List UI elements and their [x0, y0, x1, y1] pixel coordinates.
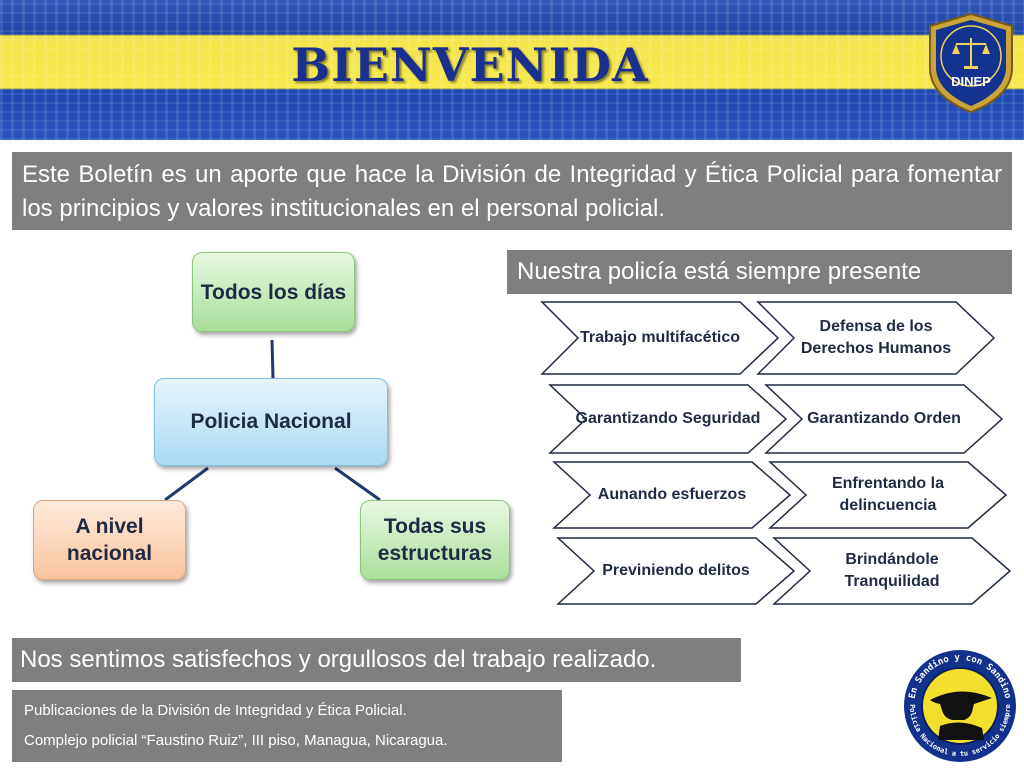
- page-title: BIENVENIDA: [291, 38, 649, 92]
- chevron-label: Brindándole Tranquilidad: [844, 551, 940, 590]
- chevron-label: Garantizando Seguridad: [575, 410, 761, 427]
- chevron-item-8: Brindándole Tranquilidad: [772, 536, 1012, 612]
- scales-icon: [952, 38, 990, 69]
- dinep-logo-text: DINEP: [951, 74, 991, 89]
- footer-line-publications: Publicaciones de la División de Integrid…: [24, 702, 407, 719]
- sandino-silhouette-icon: [930, 691, 992, 740]
- chevron-item-7: Previniendo delitos: [556, 536, 796, 612]
- chevron-item-2: Defensa de los Derechos Humanos: [756, 300, 996, 376]
- chevron-item-6: Enfrentando la delincuencia: [768, 460, 1008, 536]
- satisfaction-text: Nos sentimos satisfechos y orgullosos de…: [12, 638, 741, 682]
- chevron-item-4: Garantizando Orden: [764, 383, 1004, 459]
- hierarchy-connectors: [164, 339, 381, 502]
- chevron-item-5: Aunando esfuerzos: [552, 460, 792, 536]
- chevron-label: Defensa de los Derechos Humanos: [800, 318, 952, 357]
- node-policia-nacional: Policia Nacional: [154, 378, 388, 466]
- chevron-label: Previniendo delitos: [602, 562, 750, 579]
- header-banner: BIENVENIDA DINEP: [0, 0, 1024, 140]
- chevron-label: Trabajo multifacético: [579, 329, 741, 346]
- connector-right: [334, 466, 381, 502]
- chevron-label: Enfrentando la delincuencia: [831, 475, 944, 514]
- connector-top: [270, 339, 275, 379]
- chevron-item-1: Trabajo multifacético: [540, 300, 780, 376]
- presence-heading: Nuestra policía está siempre presente: [507, 250, 1012, 294]
- footer-info: Publicaciones de la División de Integrid…: [12, 690, 562, 762]
- chevron-label: Aunando esfuerzos: [597, 486, 747, 503]
- node-a-nivel-nacional: A nivel nacional: [33, 500, 186, 580]
- chevron-item-3: Garantizando Seguridad: [548, 383, 788, 459]
- intro-text: Este Boletín es un aporte que hace la Di…: [12, 152, 1012, 230]
- node-todos-los-dias: Todos los días: [192, 252, 355, 332]
- chevron-label: Garantizando Orden: [807, 410, 961, 427]
- connector-left: [164, 466, 209, 502]
- dinep-shield-logo: DINEP: [929, 12, 1013, 114]
- footer-line-address: Complejo policial “Faustino Ruiz”, III p…: [24, 732, 448, 749]
- policia-nacional-seal-logo: En Sandino y con Sandino Policía Naciona…: [904, 650, 1016, 762]
- node-todas-sus-estructuras: Todas sus estructuras: [360, 500, 510, 580]
